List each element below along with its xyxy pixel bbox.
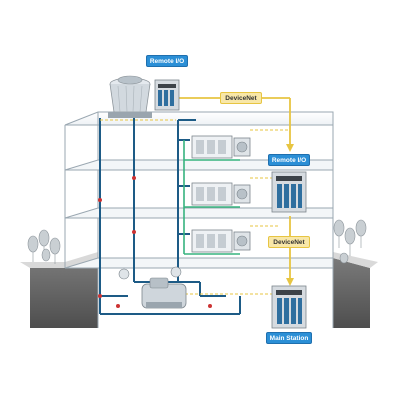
basement-frame	[97, 268, 334, 328]
remote-io-top-unit	[154, 79, 180, 111]
ahu-floor-3	[191, 135, 251, 159]
devicenet-mid-label: DeviceNet	[268, 236, 310, 248]
ground-right	[333, 258, 370, 328]
green-supply-pipes	[183, 140, 240, 255]
cooling-tower	[108, 75, 152, 118]
ground-left	[30, 258, 98, 328]
chiller	[118, 266, 187, 309]
ahu-floor-2	[191, 182, 251, 206]
devicenet-top-label: DeviceNet	[220, 92, 262, 104]
tree-group-left	[27, 229, 61, 264]
ahu-floor-1	[191, 229, 251, 253]
devicenet-arrows	[286, 144, 294, 286]
remote-io-right-label: Remote I/O	[268, 154, 310, 166]
main-station-unit	[271, 285, 307, 329]
remote-io-top-label: Remote I/O	[146, 55, 188, 67]
water-pipes	[99, 118, 241, 315]
remote-io-right-unit	[271, 171, 307, 213]
devicenet-backbone	[172, 97, 291, 282]
main-station-label: Main Station	[266, 332, 312, 344]
tree-group-right	[333, 219, 367, 264]
pipe-valves	[98, 176, 212, 308]
building-frame	[64, 111, 334, 269]
